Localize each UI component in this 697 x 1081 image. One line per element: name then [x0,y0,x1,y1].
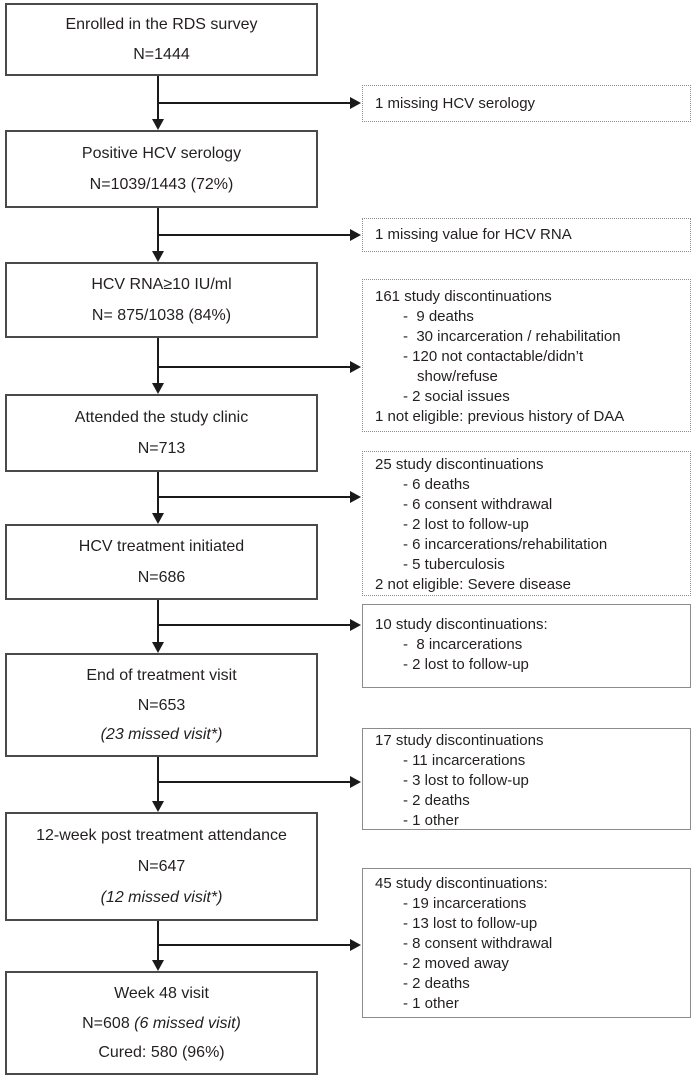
arrow-down-5 [157,600,159,643]
side-box-item: - 6 incarcerations/rehabilitation [403,536,608,553]
box-missed-note: (12 missed visit*) [100,889,223,906]
arrow-branch-7-head [350,939,361,951]
side-box-item: - 2 moved away [403,955,509,972]
flow-box-enrolled: Enrolled in the RDS survey N=1444 [5,3,318,76]
side-box-title: 161 study discontinuations [375,288,552,305]
side-box-item: - 30 incarceration / rehabilitation [403,328,621,345]
arrow-down-1 [157,76,159,120]
flow-box-attended-clinic: Attended the study clinic N=713 [5,394,318,472]
side-box-discontinuations-17: 17 study discontinuations - 11 incarcera… [362,728,691,830]
box-n-value: N=686 [137,568,186,586]
arrow-branch-2 [158,234,350,236]
arrow-branch-4-head [350,491,361,503]
box-missed-note: (6 missed visit) [134,1014,241,1032]
side-box-text: 1 missing value for HCV RNA [375,226,572,243]
arrow-branch-5-head [350,619,361,631]
arrow-down-4 [157,472,159,514]
side-box-item: - 13 lost to follow-up [403,915,538,932]
side-box-item: - 9 deaths [403,308,474,325]
box-n-value: N=608 [82,1014,135,1032]
side-box-item: - 2 deaths [403,792,470,809]
arrow-down-2-head [152,251,164,262]
box-title: HCV treatment initiated [78,538,245,556]
arrow-down-3-head [152,383,164,394]
flow-box-end-of-treatment: End of treatment visit N=653 (23 missed … [5,653,318,757]
side-box-title: 17 study discontinuations [375,732,544,749]
side-box-text: 1 missing HCV serology [375,94,536,112]
side-box-item: - 120 not contactable/didn’t [403,348,584,365]
side-box-title: 10 study discontinuations: [375,616,548,633]
side-box-title: 25 study discontinuations [375,456,544,473]
side-box-item: - 6 consent withdrawal [403,496,553,513]
arrow-down-7-head [152,960,164,971]
box-n-value: N=713 [137,440,186,457]
box-n-value: N= 875/1038 (84%) [91,306,232,324]
box-n-value: N=1444 [133,45,190,63]
arrow-down-7 [157,921,159,961]
box-n-value: N=1039/1443 (72%) [89,176,234,193]
arrow-branch-5 [158,624,350,626]
side-box-item: - 8 incarcerations [403,636,523,653]
side-box-item: - 8 consent withdrawal [403,935,553,952]
side-box-missing-rna: 1 missing value for HCV RNA [362,218,691,252]
box-n-line: N=608 (6 missed visit) [76,1014,247,1033]
box-title: End of treatment visit [86,666,237,684]
side-box-item: - 1 other [403,812,459,829]
side-box-footer: 2 not eligible: Severe disease [375,576,571,593]
arrow-down-4-head [152,513,164,524]
side-box-item: - 5 tuberculosis [403,556,505,573]
side-box-item: - 2 deaths [403,975,470,992]
flow-box-hcv-rna: HCV RNA≥10 IU/ml N= 875/1038 (84%) [5,262,318,338]
side-box-item: - 3 lost to follow-up [403,772,529,789]
side-box-item: - 6 deaths [403,476,470,493]
arrow-down-6 [157,757,159,802]
box-title: Attended the study clinic [74,409,249,426]
box-cured-value: Cured: 580 (96%) [98,1044,225,1062]
arrow-branch-6-head [350,776,361,788]
arrow-branch-4 [158,496,350,498]
arrow-branch-3 [158,366,350,368]
box-title: Enrolled in the RDS survey [65,16,258,34]
side-box-item: - 11 incarcerations [403,752,526,769]
box-title: Week 48 visit [114,984,209,1002]
arrow-branch-3-head [350,361,361,373]
side-box-discontinuations-161: 161 study discontinuations - 9 deaths - … [362,279,691,432]
box-title: 12-week post treatment attendance [36,827,287,844]
arrow-branch-2-head [350,229,361,241]
arrow-branch-7 [158,944,350,946]
side-box-discontinuations-10: 10 study discontinuations: - 8 incarcera… [362,604,691,688]
arrow-branch-1 [158,102,350,104]
side-box-item: - 2 social issues [403,388,510,405]
side-box-item-continuation: show/refuse [417,368,498,385]
side-box-item: - 2 lost to follow-up [403,516,529,533]
flow-box-treatment-initiated: HCV treatment initiated N=686 [5,524,318,600]
side-box-footer: 1 not eligible: previous history of DAA [375,408,625,425]
arrow-down-6-head [152,801,164,812]
flow-box-week12-attendance: 12-week post treatment attendance N=647 … [5,812,318,921]
arrow-down-3 [157,338,159,384]
arrow-branch-1-head [350,97,361,109]
box-title: HCV RNA≥10 IU/ml [91,276,232,294]
side-box-discontinuations-25: 25 study discontinuations - 6 deaths - 6… [362,451,691,596]
side-box-missing-serology: 1 missing HCV serology [362,85,691,122]
arrow-branch-6 [158,781,350,783]
arrow-down-1-head [152,119,164,130]
box-n-value: N=653 [137,696,186,714]
side-box-item: - 19 incarcerations [403,895,527,912]
side-box-item: - 1 other [403,995,459,1012]
arrow-down-5-head [152,642,164,653]
flow-box-positive-serology: Positive HCV serology N=1039/1443 (72%) [5,130,318,208]
side-box-title: 45 study discontinuations: [375,875,548,892]
arrow-down-2 [157,208,159,252]
side-box-item: - 2 lost to follow-up [403,656,529,673]
box-title: Positive HCV serology [81,145,242,162]
box-missed-note: (23 missed visit*) [100,726,223,744]
box-n-value: N=647 [137,858,186,875]
flow-box-week48-visit: Week 48 visit N=608 (6 missed visit) Cur… [5,971,318,1075]
side-box-discontinuations-45: 45 study discontinuations: - 19 incarcer… [362,868,691,1018]
